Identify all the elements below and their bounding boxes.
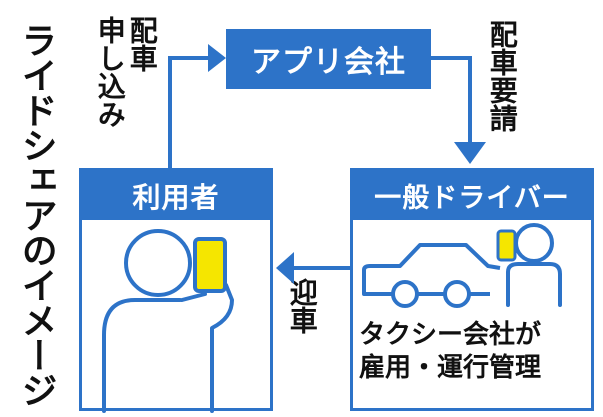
app-company-box: アプリ会社: [226, 29, 431, 89]
driver-phone-icon: [496, 229, 517, 262]
driver-header: 一般ドライバー: [353, 171, 591, 220]
car-icon: [362, 243, 501, 308]
request-label-line1: 配車: [125, 16, 159, 72]
arrow-user-to-app-head: [208, 44, 226, 72]
request-label-line2: 申し込み: [93, 16, 127, 128]
pickup-label: 迎車: [285, 278, 319, 334]
user-header: 利用者: [82, 171, 270, 220]
driver-caption: タクシー会社が 雇用・運行管理: [359, 319, 591, 384]
diagram-title: ライドシェアのイメージ: [15, 22, 57, 407]
dispatch-request-label: 配車要請: [485, 20, 519, 132]
arrow-app-to-driver: [431, 56, 472, 146]
user-person-icon: [102, 229, 234, 413]
arrow-app-to-driver-head: [454, 142, 486, 164]
driver-box: 一般ドライバー タクシー会社が 雇用・運行管理: [350, 168, 594, 411]
arrow-driver-to-user-head: [276, 252, 294, 284]
driver-caption-line1: タクシー会社が: [359, 320, 542, 350]
user-phone-icon: [193, 237, 227, 293]
arrow-user-to-app: [168, 56, 212, 168]
driver-caption-line2: 雇用・運行管理: [359, 352, 542, 383]
